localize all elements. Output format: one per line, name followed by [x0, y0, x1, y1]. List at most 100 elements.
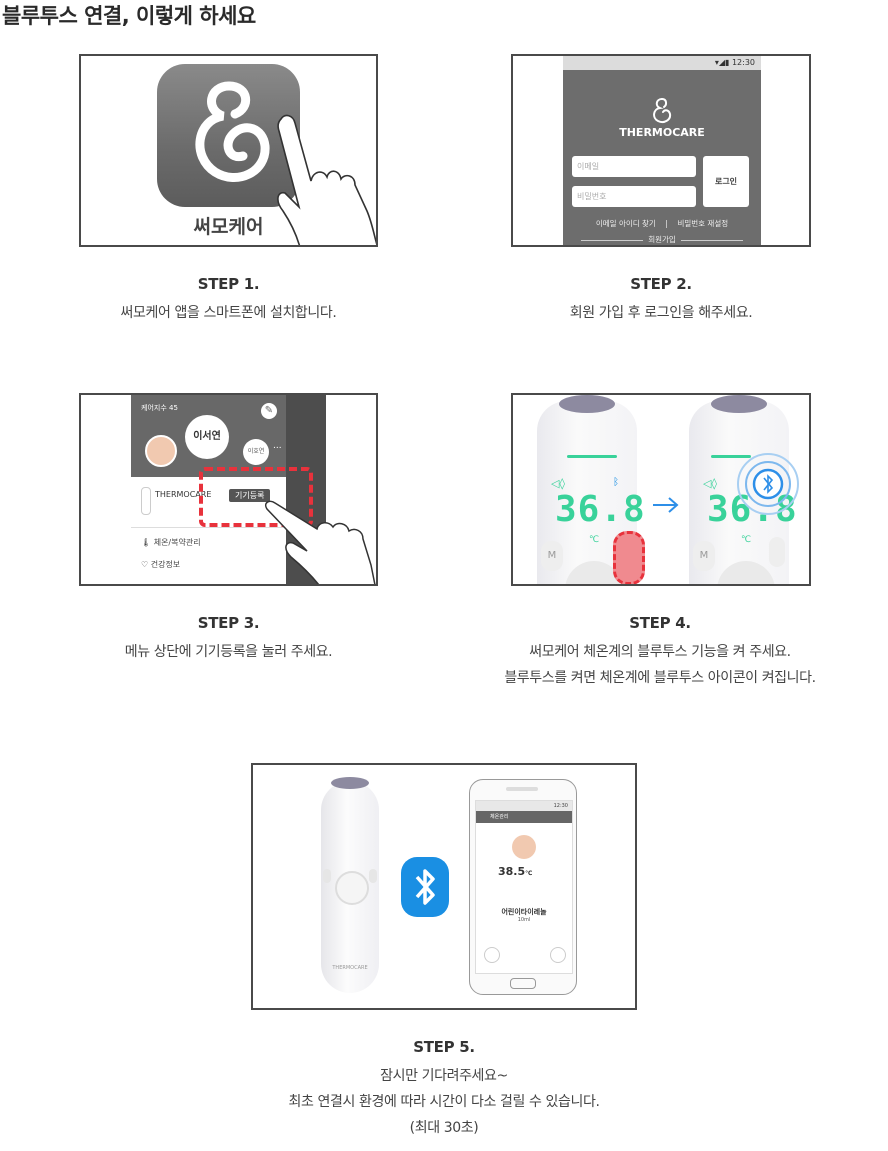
app-bar: 체온관리 — [476, 811, 572, 823]
password-field[interactable]: 비밀번호 — [572, 186, 696, 207]
menu-item-label: 건강정보 — [150, 560, 181, 569]
step-label: STEP 5. — [413, 1038, 475, 1056]
step-description: 메뉴 상단에 기기등록을 눌러 주세요. — [124, 644, 333, 660]
app-title: 체온관리 — [490, 814, 509, 820]
page-title: 블루투스 연결, 이렇게 하세요 — [2, 4, 256, 28]
medicine-name: 어린이타이레놀 — [501, 908, 547, 916]
menu-item-health[interactable]: ♡ 건강정보 — [141, 559, 180, 570]
step4-image: ◁◊ ᛒ 36.8 ℃ M ◁◊ 36.8 ℃ M — [511, 393, 811, 586]
power-button[interactable] — [565, 561, 623, 584]
bluetooth-button[interactable] — [369, 869, 377, 883]
temperature-reading: 36.8 — [555, 489, 646, 530]
bluetooth-button[interactable] — [769, 537, 785, 567]
mode-button[interactable]: M — [693, 541, 715, 571]
link-separator: | — [665, 219, 668, 228]
step-label: STEP 4. — [629, 614, 691, 632]
more-icon[interactable]: ... — [273, 441, 282, 451]
home-button[interactable] — [510, 978, 536, 989]
step2-image: ▾◢▮ 12:30 THERMOCARE 이메일 비밀번호 로그인 이메일 아이… — [511, 54, 811, 247]
sound-battery-icon: ◁◊ — [703, 477, 717, 490]
status-bar: ▾◢▮ 12:30 — [563, 56, 761, 70]
temperature-value: 38.5℃ — [498, 865, 532, 878]
heart-icon: ♡ — [141, 560, 149, 569]
step4-caption: STEP 4. 써모케어 체온계의 블루투스 기능을 켜 주세요. 블루투스를 … — [460, 614, 860, 687]
bluetooth-button-highlight[interactable] — [613, 531, 645, 584]
status-time: 12:30 — [731, 58, 755, 67]
bluetooth-small-icon: ᛒ — [613, 477, 619, 488]
thermometer-cap — [711, 395, 767, 413]
reset-password-link[interactable]: 비밀번호 재설정 — [677, 219, 729, 228]
register-device-button[interactable]: 기기등록 — [229, 489, 271, 502]
unit-celsius: ℃ — [741, 535, 752, 545]
status-light — [567, 455, 617, 458]
join-label: 회원가입 — [648, 235, 676, 244]
phone-speaker — [506, 787, 538, 791]
profile-main[interactable]: 이서연 — [185, 415, 229, 459]
step-label: STEP 2. — [630, 275, 692, 293]
thermometer-device: THERMOCARE — [321, 777, 379, 993]
step2-caption: STEP 2. 회원 가입 후 로그인을 해주세요. — [511, 275, 811, 322]
arrow-right-icon — [653, 497, 679, 513]
power-button[interactable] — [335, 871, 369, 905]
login-button[interactable]: 로그인 — [703, 156, 749, 207]
step-description: (최대 30초) — [409, 1120, 479, 1136]
login-screen: ▾◢▮ 12:30 THERMOCARE 이메일 비밀번호 로그인 이메일 아이… — [563, 56, 761, 245]
hand-pointer-icon — [277, 114, 376, 245]
temperature-number: 38.5 — [498, 865, 526, 878]
thermometer-shortcut-icon[interactable] — [484, 947, 500, 963]
mode-button[interactable]: M — [541, 541, 563, 571]
find-id-link[interactable]: 이메일 아이디 찾기 — [595, 219, 656, 228]
account-links: 이메일 아이디 찾기 | 비밀번호 재설정 — [563, 218, 761, 229]
settings-shortcut-icon[interactable] — [550, 947, 566, 963]
edit-icon[interactable]: ✎ — [261, 403, 277, 419]
thermometer-icon: 🌡 — [141, 538, 152, 547]
status-light — [711, 455, 751, 458]
bluetooth-signal-icon — [737, 453, 799, 515]
email-field[interactable]: 이메일 — [572, 156, 696, 177]
medicine-dose: 10ml — [517, 917, 531, 923]
profile-second[interactable]: 이호연 — [243, 439, 269, 465]
step-label: STEP 1. — [197, 275, 260, 293]
hand-pointer-icon — [264, 500, 376, 584]
care-index: 케어지수 45 — [141, 404, 178, 412]
step1-caption: STEP 1. 써모케어 앱을 스마트폰에 설치합니다. — [79, 275, 378, 322]
step5-image: THERMOCARE 12:30 체온관리 38.5℃ 어린이타이레놀 10ml — [251, 763, 637, 1010]
thermometer-after: ◁◊ 36.8 ℃ M — [689, 395, 799, 584]
app-name-label: 써모케어 — [193, 216, 264, 238]
baby-avatar — [512, 835, 536, 859]
thermocare-logo-icon — [195, 81, 270, 182]
menu-item-label: 체온/복약관리 — [153, 538, 201, 547]
power-button[interactable] — [717, 561, 775, 584]
mode-button[interactable] — [323, 869, 331, 883]
status-time: 12:30 — [553, 803, 568, 809]
smartphone: 12:30 체온관리 38.5℃ 어린이타이레놀 10ml — [469, 779, 577, 995]
thermometer-before: ◁◊ ᛒ 36.8 ℃ M — [537, 395, 645, 584]
join-link[interactable]: 회원가입 — [563, 234, 761, 245]
brand-name: THERMOCARE — [619, 126, 705, 139]
thermometer-thumb-icon — [141, 487, 151, 515]
step3-image: 케어지수 45 ✎ 이서연 이호연 ... THERMOCARE 기기등록 🌡 … — [79, 393, 378, 586]
device-brand-label: THERMOCARE — [332, 965, 368, 971]
step1-image: 써모케어 — [79, 54, 378, 247]
step-description: 잠시만 기다려주세요~ — [380, 1068, 508, 1084]
step-label: STEP 3. — [197, 614, 260, 632]
thermocare-app-icon — [157, 64, 300, 207]
thermometer-cap — [559, 395, 615, 413]
sound-battery-icon: ◁◊ — [551, 477, 565, 490]
thermocare-logo-icon — [653, 98, 672, 124]
unit-celsius: ℃ — [589, 535, 600, 545]
signal-icon: ▾◢▮ — [714, 58, 732, 67]
step3-caption: STEP 3. 메뉴 상단에 기기등록을 눌러 주세요. — [79, 614, 378, 661]
highlight-box — [199, 467, 313, 527]
menu-item-temperature[interactable]: 🌡 체온/복약관리 — [141, 537, 201, 548]
status-bar: 12:30 — [476, 801, 572, 811]
step-description: 써모케어 체온계의 블루투스 기능을 켜 주세요. — [529, 644, 791, 660]
step-description: 최초 연결시 환경에 따라 시간이 다소 걸릴 수 있습니다. — [288, 1094, 600, 1110]
device-name: THERMOCARE — [155, 490, 212, 499]
step5-caption: STEP 5. 잠시만 기다려주세요~ 최초 연결시 환경에 따라 시간이 다소… — [194, 1038, 694, 1137]
step-description: 써모케어 앱을 스마트폰에 설치합니다. — [120, 305, 337, 321]
thermometer-cap — [331, 777, 369, 789]
baby-avatar[interactable] — [145, 435, 177, 467]
bluetooth-icon — [401, 857, 449, 917]
phone-screen: 12:30 체온관리 38.5℃ 어린이타이레놀 10ml — [475, 800, 573, 974]
